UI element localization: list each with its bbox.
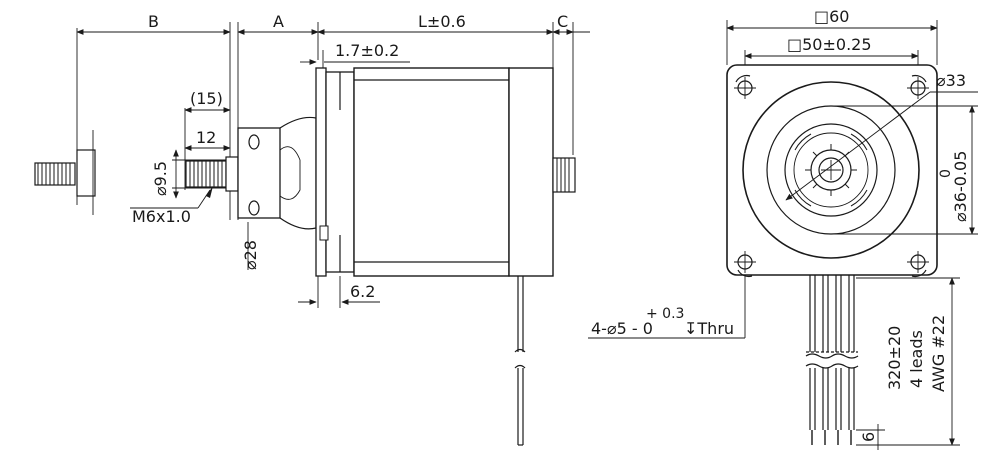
mount-holes-label: 4-⌀5 - 0 bbox=[591, 319, 653, 338]
rear-shaft bbox=[552, 157, 576, 193]
dim-a-label: A bbox=[273, 12, 284, 31]
rear-offset-label: 6.2 bbox=[350, 282, 375, 301]
flange-thickness-label: 1.7±0.2 bbox=[335, 41, 399, 60]
side-lead-wire bbox=[514, 276, 526, 446]
lead-wires bbox=[805, 275, 859, 445]
thread-length-label: 12 bbox=[196, 128, 216, 147]
pilot-tolerance-upper-label: 0 bbox=[938, 169, 954, 178]
shaft-diameter-label: ⌀9.5 bbox=[151, 161, 170, 196]
dim-c-label: C bbox=[557, 12, 568, 31]
boss-diameter-label: ⌀28 bbox=[241, 240, 260, 270]
body-square-label: □60 bbox=[814, 7, 849, 26]
front-view: □60 □50±0.25 bbox=[588, 7, 978, 450]
mount-tolerance-upper-label: + 0.3 bbox=[646, 306, 684, 322]
hole-circle-label: ⌀33 bbox=[936, 71, 966, 90]
mount-bracket bbox=[237, 116, 317, 230]
strip-length-label: 6 bbox=[859, 432, 878, 442]
hole-spacing-label: □50±0.25 bbox=[787, 35, 872, 54]
side-view: B A L±0.6 C 1.7±0.2 (15) 12 ⌀9.5 bbox=[34, 12, 590, 446]
lead-length-label: 320±20 bbox=[885, 326, 904, 390]
dim-l-label: L±0.6 bbox=[418, 12, 466, 31]
mount-depth-label: ↧Thru bbox=[684, 319, 734, 338]
threaded-shaft bbox=[185, 156, 239, 192]
shaft-detail-b bbox=[34, 28, 96, 215]
pilot-diameter-label: ⌀36-0.05 bbox=[951, 151, 970, 222]
motor-body bbox=[315, 67, 554, 277]
mounting-holes bbox=[734, 74, 929, 278]
shaft-length-ref-label: (15) bbox=[190, 89, 223, 108]
lead-count-label: 4 leads bbox=[907, 330, 926, 388]
lead-gauge-label: AWG #22 bbox=[929, 315, 948, 392]
dim-b-label: B bbox=[148, 12, 159, 31]
thread-spec-label: M6x1.0 bbox=[132, 207, 191, 226]
